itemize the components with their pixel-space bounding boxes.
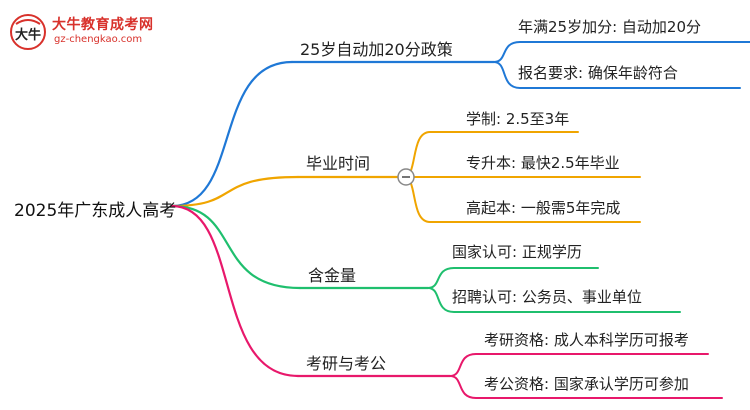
site-logo: 大牛 大牛教育成考网 gz-chengkao.com — [8, 12, 168, 52]
branch-2-label: 毕业时间 — [306, 154, 371, 173]
leaf-2-3: 高起本: 一般需5年完成 — [466, 199, 621, 217]
leaf-1-2-connector — [493, 61, 741, 89]
branch-1-label: 25岁自动加20分政策 — [300, 40, 453, 59]
branch-2-connector — [170, 175, 300, 208]
leaf-3-2-connector — [427, 287, 681, 313]
branch-3-connector — [170, 204, 302, 290]
leaf-2-2: 专升本: 最快2.5年毕业 — [466, 154, 620, 172]
leaf-1-2: 报名要求: 确保年龄符合 — [518, 64, 678, 82]
leaf-4-2: 考公资格: 国家承认学历可参加 — [484, 375, 689, 393]
leaf-1-1-connector — [493, 41, 750, 63]
mindmap-edges — [170, 41, 750, 399]
mindmap-icons — [397, 168, 415, 186]
logo-url: gz-chengkao.com — [54, 34, 143, 45]
branch-1-connector — [170, 60, 294, 208]
logo-name: 大牛教育成考网 — [52, 17, 154, 33]
leaf-3-1: 国家认可: 正规学历 — [452, 243, 582, 261]
branch-4-connector — [170, 204, 300, 378]
root-node: 2025年广东成人高考 — [14, 201, 177, 221]
branch-4-label: 考研与考公 — [306, 354, 387, 373]
leaf-4-2-connector — [449, 375, 723, 399]
logo-mark-icon: 大牛 — [10, 14, 46, 50]
leaf-1-1: 年满25岁加分: 自动加20分 — [518, 18, 701, 36]
leaf-4-1-connector — [449, 353, 709, 377]
branch-3-label: 含金量 — [308, 266, 357, 285]
leaf-4-1: 考研资格: 成人本科学历可报考 — [484, 331, 689, 349]
svg-text:大牛: 大牛 — [15, 27, 41, 43]
leaf-2-1: 学制: 2.5至3年 — [466, 110, 570, 128]
leaf-3-1-connector — [427, 267, 599, 289]
leaf-3-2: 招聘认可: 公务员、事业单位 — [452, 288, 642, 306]
